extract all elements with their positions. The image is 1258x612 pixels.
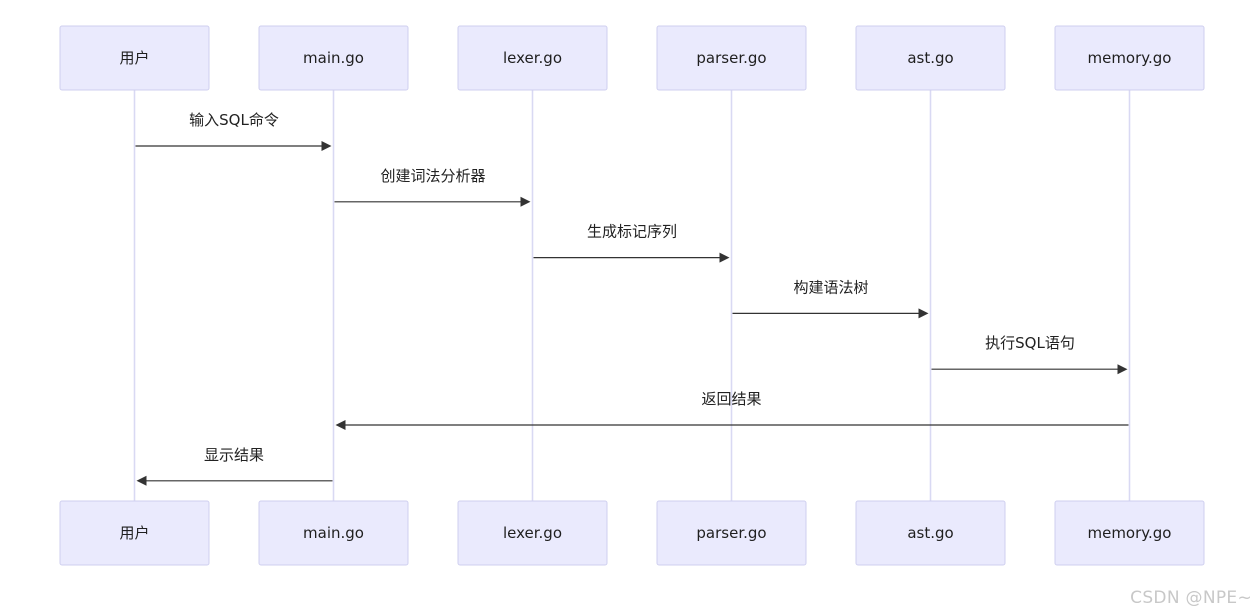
participant-label: parser.go xyxy=(696,524,766,542)
participant-label: lexer.go xyxy=(503,524,562,542)
arrowhead-icon xyxy=(335,420,346,430)
participant-lexer-top: lexer.go xyxy=(457,25,608,91)
message-2: 创建词法分析器 xyxy=(334,167,531,207)
participant-ast-bottom: ast.go xyxy=(855,500,1006,566)
participant-box xyxy=(855,25,1006,91)
participant-user-top: 用户 xyxy=(59,25,210,91)
participant-memory-bottom: memory.go xyxy=(1054,500,1205,566)
participants-top: 用户 main.go lexer.go parser.go ast.go memory.g… xyxy=(59,25,1205,91)
message-label: 创建词法分析器 xyxy=(380,167,485,185)
watermark: CSDN @NPE~ xyxy=(1130,588,1252,608)
message-6: 返回结果 xyxy=(335,390,1129,430)
participant-box xyxy=(59,500,210,566)
arrowhead-icon xyxy=(719,252,730,263)
participant-label: parser.go xyxy=(696,49,766,67)
participant-label: memory.go xyxy=(1087,49,1171,67)
participant-box xyxy=(1054,500,1205,566)
participant-lexer-bottom: lexer.go xyxy=(457,500,608,566)
participant-box xyxy=(457,25,608,91)
participant-label: main.go xyxy=(303,524,364,542)
participant-parser-top: parser.go xyxy=(656,25,807,91)
participant-main-top: main.go xyxy=(258,25,409,91)
participant-label: memory.go xyxy=(1087,524,1171,542)
message-7: 显示结果 xyxy=(136,446,333,486)
message-label: 生成标记序列 xyxy=(587,223,677,241)
participant-label: main.go xyxy=(303,49,364,67)
message-5: 执行SQL语句 xyxy=(931,334,1128,375)
participant-box xyxy=(258,25,409,91)
participant-box xyxy=(258,500,409,566)
participant-parser-bottom: parser.go xyxy=(656,500,807,566)
message-3: 生成标记序列 xyxy=(533,223,730,263)
arrowhead-icon xyxy=(136,475,147,486)
participant-memory-top: memory.go xyxy=(1054,25,1205,91)
participant-label: lexer.go xyxy=(503,49,562,67)
arrowhead-icon xyxy=(321,141,332,151)
participant-main-bottom: main.go xyxy=(258,500,409,566)
participant-label: ast.go xyxy=(907,49,953,67)
message-label: 输入SQL命令 xyxy=(189,111,279,129)
arrowhead-icon xyxy=(918,308,929,319)
participant-label: 用户 xyxy=(119,49,149,67)
participant-box xyxy=(59,25,210,91)
message-label: 返回结果 xyxy=(701,390,761,408)
arrowhead-icon xyxy=(1117,364,1128,375)
participant-ast-top: ast.go xyxy=(855,25,1006,91)
participant-box xyxy=(855,500,1006,566)
arrowhead-icon xyxy=(520,196,531,207)
participant-box xyxy=(656,500,807,566)
message-label: 构建语法树 xyxy=(793,278,868,296)
participant-box xyxy=(457,500,608,566)
message-label: 执行SQL语句 xyxy=(985,334,1075,352)
participant-box xyxy=(656,25,807,91)
lifelines xyxy=(133,90,1131,501)
participant-label: 用户 xyxy=(119,524,149,542)
participant-label: ast.go xyxy=(907,524,953,542)
participant-user-bottom: 用户 xyxy=(59,500,210,566)
participants-bottom: 用户 main.go lexer.go parser.go ast.go memory.g… xyxy=(59,500,1205,566)
message-1: 输入SQL命令 xyxy=(135,111,332,151)
message-4: 构建语法树 xyxy=(732,278,929,319)
message-label: 显示结果 xyxy=(204,446,264,464)
participant-box xyxy=(1054,25,1205,91)
